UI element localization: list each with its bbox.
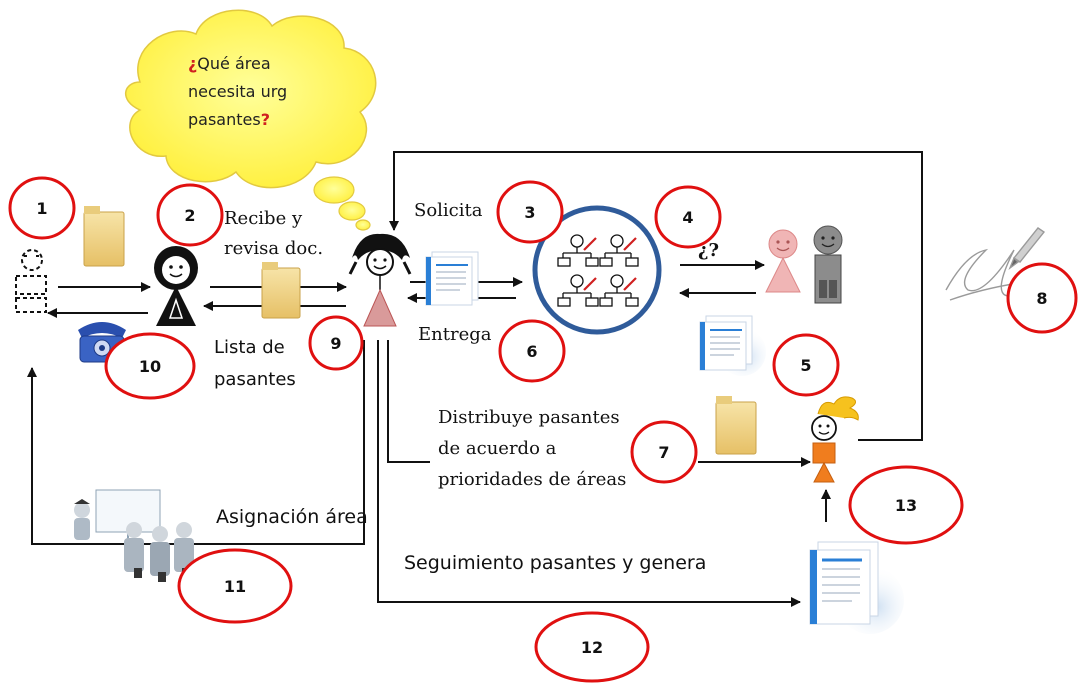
svg-text:6: 6 bbox=[526, 342, 537, 361]
folder-icon bbox=[261, 262, 301, 319]
svg-text:12: 12 bbox=[581, 638, 603, 657]
step-5: 5 bbox=[772, 333, 840, 397]
gray-person-icon bbox=[813, 225, 843, 304]
step-8: 8 bbox=[1006, 262, 1078, 334]
cloud-line-3: pasantes bbox=[188, 110, 261, 129]
close-question-mark: ? bbox=[260, 110, 270, 129]
svg-text:13: 13 bbox=[895, 496, 917, 515]
svg-text:2: 2 bbox=[184, 206, 195, 225]
document-stack-icon bbox=[809, 541, 904, 634]
girl-orange-icon bbox=[811, 396, 859, 483]
svg-text:3: 3 bbox=[524, 203, 535, 222]
pink-person-icon bbox=[765, 229, 801, 293]
label-asignacion: Asignación área bbox=[216, 506, 368, 528]
label-solicita: Solicita bbox=[414, 200, 483, 221]
svg-text:4: 4 bbox=[682, 208, 693, 227]
step-11: 11 bbox=[177, 548, 293, 624]
cloud-line-2: necesita urg bbox=[188, 82, 288, 101]
svg-text:1: 1 bbox=[36, 199, 47, 218]
svg-text:11: 11 bbox=[224, 577, 246, 596]
step-4: 4 bbox=[654, 185, 722, 249]
label-question: ¿? bbox=[698, 240, 720, 261]
connectors bbox=[27, 151, 923, 607]
label-entrega: Entrega bbox=[418, 324, 492, 345]
folder-icon bbox=[715, 396, 757, 455]
svg-text:8: 8 bbox=[1036, 289, 1047, 308]
step-7: 7 bbox=[630, 420, 698, 484]
svg-text:7: 7 bbox=[658, 443, 669, 462]
document-stack-icon bbox=[699, 315, 766, 376]
folder-icon bbox=[83, 206, 125, 267]
label-recibe: Recibe y revisa doc. bbox=[224, 208, 324, 259]
step-3: 3 bbox=[496, 180, 564, 244]
cloud-line-1: Qué área bbox=[197, 54, 271, 73]
step-6: 6 bbox=[498, 319, 566, 383]
cloud-question: ¿Qué área necesita urg pasantes? bbox=[188, 50, 338, 134]
svg-text:5: 5 bbox=[800, 356, 811, 375]
label-distribuye: Distribuye pasantes de acuerdo a priorid… bbox=[438, 407, 627, 490]
document-stack-icon bbox=[425, 251, 479, 306]
svg-text:10: 10 bbox=[139, 357, 161, 376]
step-2: 2 bbox=[156, 183, 224, 247]
step-10: 10 bbox=[104, 332, 196, 400]
step-9: 9 bbox=[308, 315, 364, 371]
step-13: 13 bbox=[848, 465, 964, 545]
thought-cloud bbox=[125, 9, 377, 231]
person-black-icon bbox=[154, 246, 198, 326]
step-1: 1 bbox=[8, 176, 76, 240]
step-12: 12 bbox=[534, 611, 650, 683]
step-circles: 1 2 3 4 5 6 7 8 bbox=[8, 176, 1078, 683]
dashed-person-icon bbox=[15, 249, 47, 313]
svg-text:9: 9 bbox=[330, 334, 341, 353]
open-question-mark: ¿ bbox=[188, 54, 198, 73]
label-seguimiento: Seguimiento pasantes y genera bbox=[404, 552, 707, 574]
person-red-icon bbox=[348, 233, 412, 327]
label-lista: Lista de pasantes bbox=[214, 337, 296, 390]
presentation-group-icon bbox=[74, 489, 194, 582]
org-chart-icon bbox=[532, 205, 662, 335]
